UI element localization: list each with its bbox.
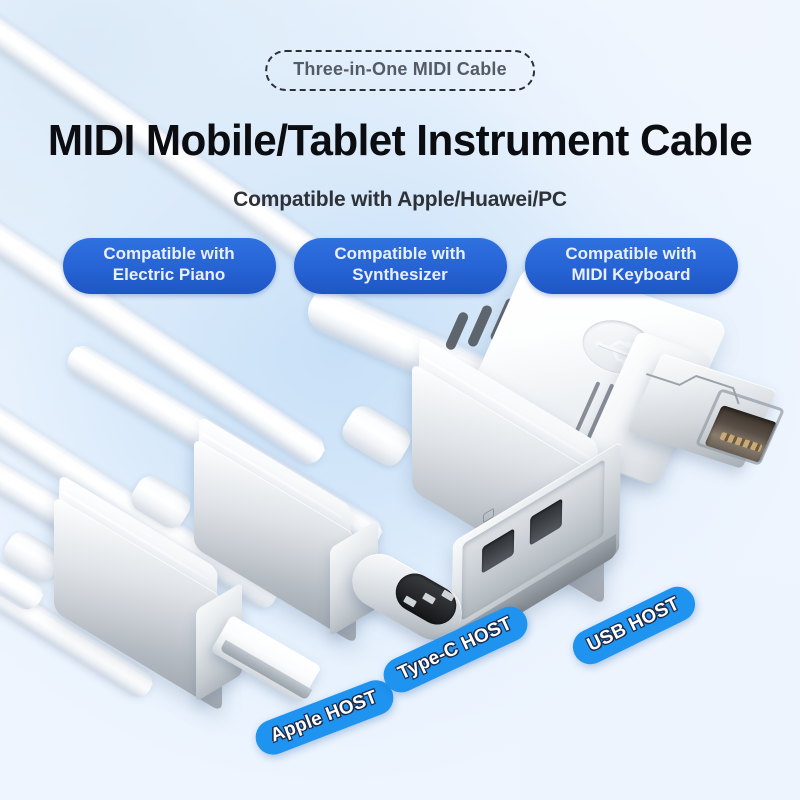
usb-b-connector — [300, 255, 800, 548]
compat-chip-synthesizer: Compatible with Synthesizer — [293, 238, 507, 294]
usb-b-shell-notch — [645, 373, 740, 405]
usb-b-grip-ring-2 — [466, 303, 494, 349]
compat-chip-line2: Synthesizer — [352, 264, 448, 284]
compat-chip-line2: Electric Piano — [112, 264, 226, 284]
page-subtitle: Compatible with Apple/Huawei/PC — [233, 188, 567, 211]
page-title: MIDI Mobile/Tablet Instrument Cable — [47, 116, 753, 165]
compatibility-chip-row: Compatible with Electric Piano Compatibl… — [0, 238, 800, 294]
compat-chip-electric-piano: Compatible with Electric Piano — [62, 238, 276, 294]
compat-chip-line1: Compatible with — [334, 244, 466, 263]
three-in-one-badge: Three-in-One MIDI Cable — [265, 50, 535, 91]
compat-chip-midi-keyboard: Compatible with MIDI Keyboard — [524, 238, 738, 294]
compat-chip-line2: MIDI Keyboard — [571, 264, 691, 284]
compat-chip-line1: Compatible with — [103, 244, 235, 263]
compat-chip-line1: Compatible with — [565, 244, 697, 263]
lightning-connector — [0, 473, 340, 740]
